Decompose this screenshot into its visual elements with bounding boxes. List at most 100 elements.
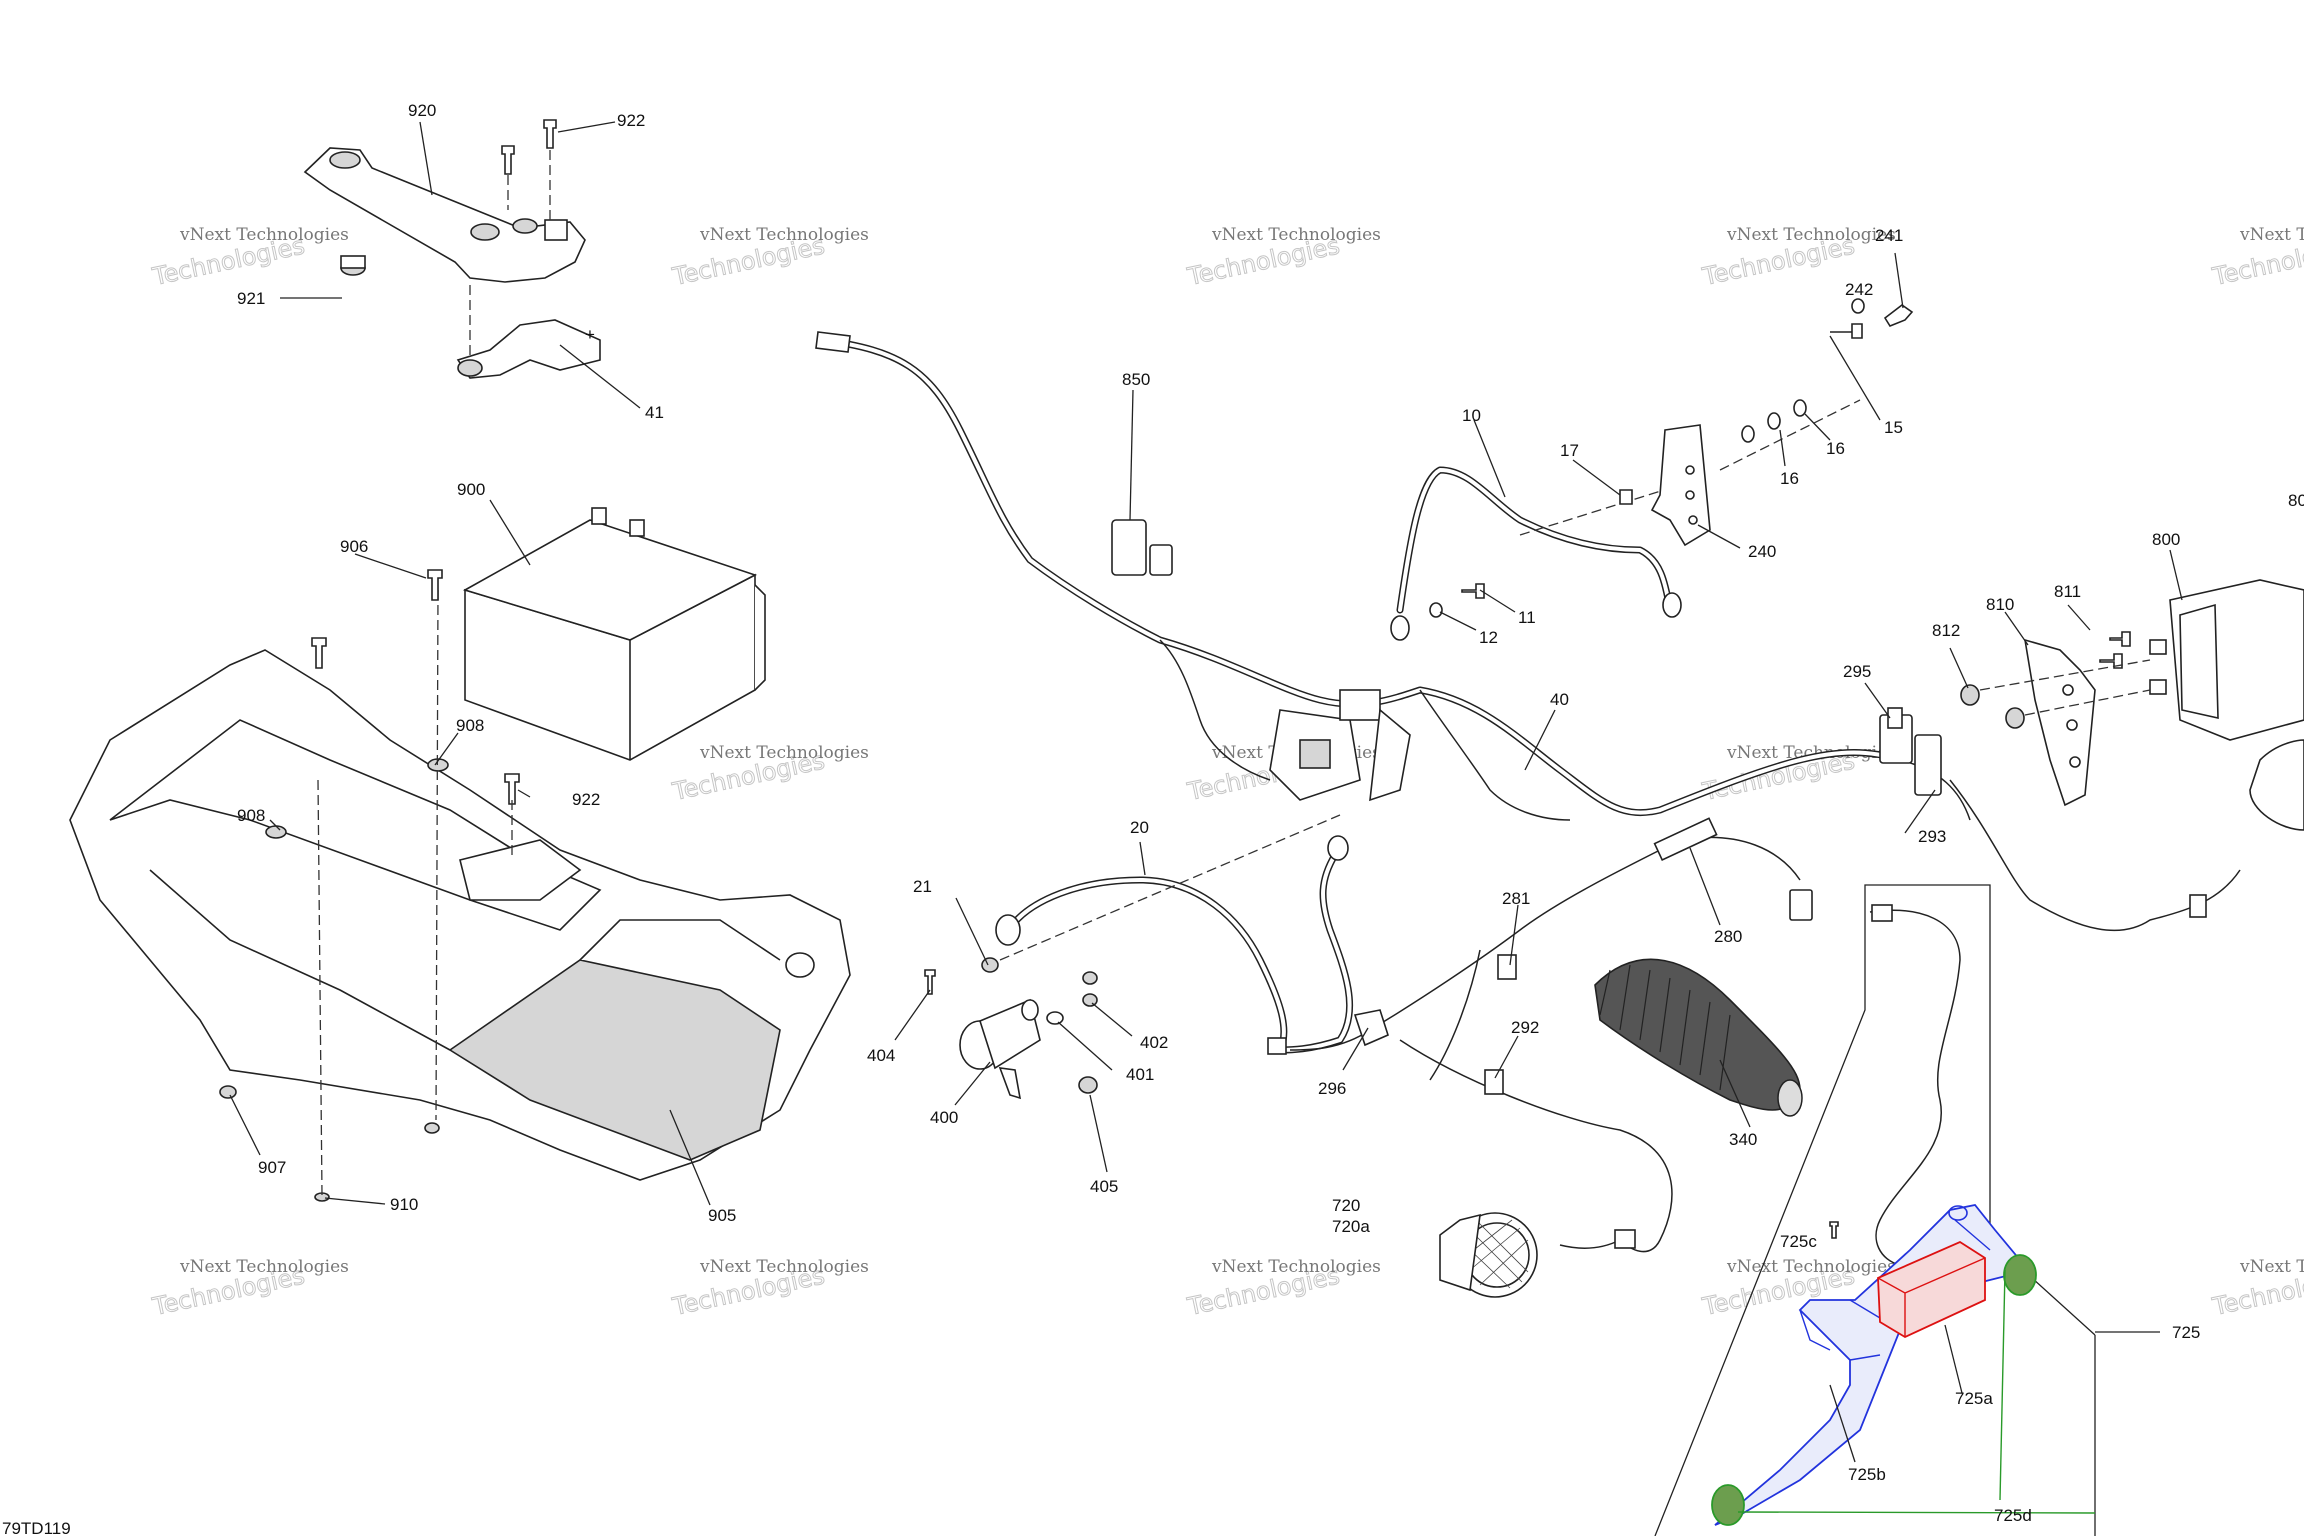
lamp-720 xyxy=(1439,1212,1636,1298)
callout-402: 402 xyxy=(1140,1033,1168,1052)
callout-725b: 725b xyxy=(1848,1465,1886,1484)
callout-15: 15 xyxy=(1884,418,1903,437)
callout-907: 907 xyxy=(258,1158,286,1177)
callout-725a: 725a xyxy=(1955,1389,1993,1408)
callout-800: 800 xyxy=(2152,530,2180,549)
callout-80x: 80 xyxy=(2288,491,2304,510)
callout-811: 811 xyxy=(2054,582,2081,601)
svg-text:vNext Technologies: vNext Technologies xyxy=(1726,225,1896,245)
callout-850: 850 xyxy=(1122,370,1150,389)
battery-tray-905 xyxy=(69,589,851,1202)
solenoid-400 xyxy=(924,957,1098,1100)
callout-908-right: 908 xyxy=(456,716,484,735)
callout-720a: 720a xyxy=(1332,1217,1370,1236)
callout-340: 340 xyxy=(1729,1130,1757,1149)
callout-20: 20 xyxy=(1130,818,1149,837)
cable-10 xyxy=(1390,399,1861,641)
callout-292: 292 xyxy=(1511,1018,1539,1037)
bolts-906-922 xyxy=(311,569,520,860)
svg-text:vNext Technologies: vNext Technologies xyxy=(699,743,869,763)
callout-922-top: 922 xyxy=(617,111,645,130)
callout-725d: 725d xyxy=(1994,1506,2032,1525)
callout-920: 920 xyxy=(408,101,436,120)
callout-725c: 725c xyxy=(1780,1232,1817,1251)
callout-810: 810 xyxy=(1986,595,2014,614)
hardware-15-16-17-241-242 xyxy=(1429,298,1914,618)
svg-text:vNext Technologies: vNext Technologies xyxy=(2239,1257,2304,1277)
callout-11: 11 xyxy=(1518,608,1536,627)
leader-lines xyxy=(229,121,2183,1463)
part-725d-green xyxy=(1711,1254,2096,1526)
screw-725c xyxy=(1829,1221,1839,1239)
callout-17: 17 xyxy=(1560,441,1579,460)
diagram-id: 79TD119 xyxy=(2,1519,71,1536)
bracket-240 xyxy=(1650,424,1711,547)
svg-text:+: + xyxy=(585,325,595,344)
bellows-340 xyxy=(1594,958,1803,1117)
svg-text:vNext Technologies: vNext Technologies xyxy=(699,1257,869,1277)
callout-400: 400 xyxy=(930,1108,958,1127)
callout-281: 281 xyxy=(1502,889,1530,908)
bolt-922-top xyxy=(501,119,557,225)
callout-405: 405 xyxy=(1090,1177,1118,1196)
cable-20 xyxy=(995,814,1354,1055)
callout-295: 295 xyxy=(1843,662,1871,681)
callout-16-b: 16 xyxy=(1826,439,1845,458)
callout-296: 296 xyxy=(1318,1079,1346,1098)
callout-921: 921 xyxy=(237,289,265,308)
svg-text:vNext Technologies: vNext Technologies xyxy=(1211,1257,1381,1277)
module-800 xyxy=(2149,579,2304,741)
battery-900 xyxy=(462,507,766,761)
callout-725: 725 xyxy=(2172,1323,2200,1342)
svg-text:vNext Technologies: vNext Technologies xyxy=(1211,225,1381,245)
callout-401: 401 xyxy=(1126,1065,1154,1084)
svg-text:vNext Technologies: vNext Technologies xyxy=(1726,743,1896,763)
callout-908-left: 908 xyxy=(237,806,265,825)
callout-280: 280 xyxy=(1714,927,1742,946)
part-725a-red xyxy=(1877,1240,1986,1339)
callout-240: 240 xyxy=(1748,542,1776,561)
callout-905: 905 xyxy=(708,1206,736,1225)
bracket-920 xyxy=(303,147,586,283)
callout-910: 910 xyxy=(390,1195,418,1214)
callout-720: 720 xyxy=(1332,1196,1360,1215)
callout-293: 293 xyxy=(1918,827,1946,846)
svg-text:vNext Technologies: vNext Technologies xyxy=(179,225,349,245)
inset-harness xyxy=(1869,904,1961,1266)
callout-404: 404 xyxy=(867,1046,895,1065)
nut-921 xyxy=(340,255,366,276)
svg-text:vNext Technologies: vNext Technologies xyxy=(179,1257,349,1277)
callout-41: 41 xyxy=(645,403,664,422)
callout-21: 21 xyxy=(913,877,932,896)
inset-box-725 xyxy=(1654,884,2160,1536)
callout-812: 812 xyxy=(1932,621,1960,640)
svg-text:vNext Technologies: vNext Technologies xyxy=(2239,225,2304,245)
callout-906: 906 xyxy=(340,537,368,556)
svg-text:vNext Technologies: vNext Technologies xyxy=(699,225,869,245)
main-harness-40 xyxy=(815,331,1971,921)
svg-text:vNext Technologies: vNext Technologies xyxy=(1726,1257,1896,1277)
bracket-810 xyxy=(1960,631,2151,807)
callout-242: 242 xyxy=(1845,280,1873,299)
callout-900: 900 xyxy=(457,480,485,499)
callout-16-a: 16 xyxy=(1780,469,1799,488)
callout-12: 12 xyxy=(1479,628,1498,647)
callout-922-mid: 922 xyxy=(572,790,600,809)
harness-293 xyxy=(1949,739,2304,932)
callout-labels: 920 922 921 41 900 906 908 908 922 907 9… xyxy=(2,101,2304,1536)
callout-40: 40 xyxy=(1550,690,1569,709)
callout-241: 241 xyxy=(1875,226,1903,245)
callout-10: 10 xyxy=(1462,406,1481,425)
terminal-cover-41: + xyxy=(456,285,601,379)
